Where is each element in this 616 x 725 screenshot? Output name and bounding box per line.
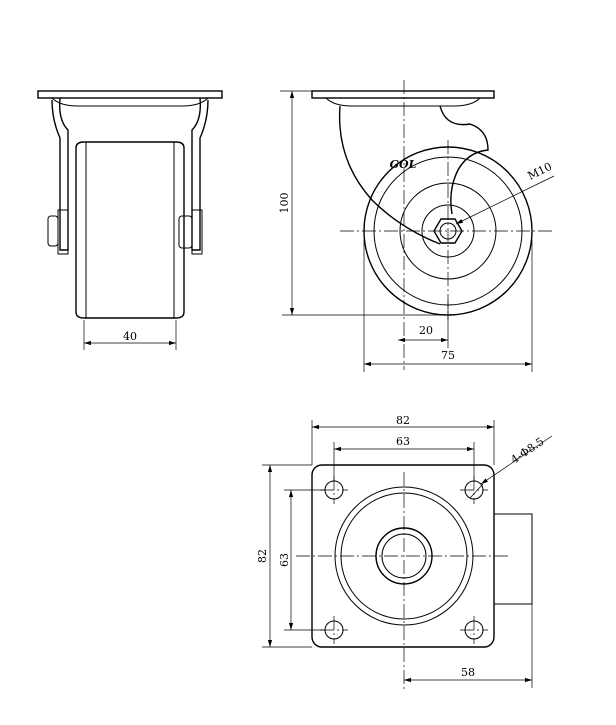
- top-view: 82 63 82 63 58 4-Φ8.5: [256, 414, 553, 690]
- side-offset-dim: 20: [419, 324, 433, 337]
- front-wheel: [75, 141, 185, 319]
- front-right-fork: [191, 97, 209, 251]
- front-left-nut: [47, 215, 59, 247]
- side-depth-dim: 75: [441, 349, 455, 362]
- top-hole-spacing-width-dim: 63: [396, 435, 410, 448]
- side-logo: GOL: [390, 158, 417, 171]
- front-width-dim: 40: [123, 330, 137, 343]
- side-height-dim: 100: [278, 193, 291, 214]
- side-swivel-arm: [338, 105, 441, 245]
- side-view: GOL M10 100 20 75: [278, 80, 555, 372]
- top-offset-dim: 58: [461, 666, 475, 679]
- top-plate-height-dim: 82: [256, 549, 269, 563]
- top-plate-width-dim: 82: [396, 414, 410, 427]
- front-top-plate: [37, 90, 223, 99]
- side-top-plate: [311, 90, 495, 99]
- front-view: 40: [37, 90, 223, 350]
- front-left-fork: [51, 97, 69, 251]
- side-thread-dim: M10: [526, 160, 554, 183]
- top-hole-spacing-height-dim: 63: [278, 553, 291, 567]
- top-hole-callout: 4-Φ8.5: [508, 435, 546, 467]
